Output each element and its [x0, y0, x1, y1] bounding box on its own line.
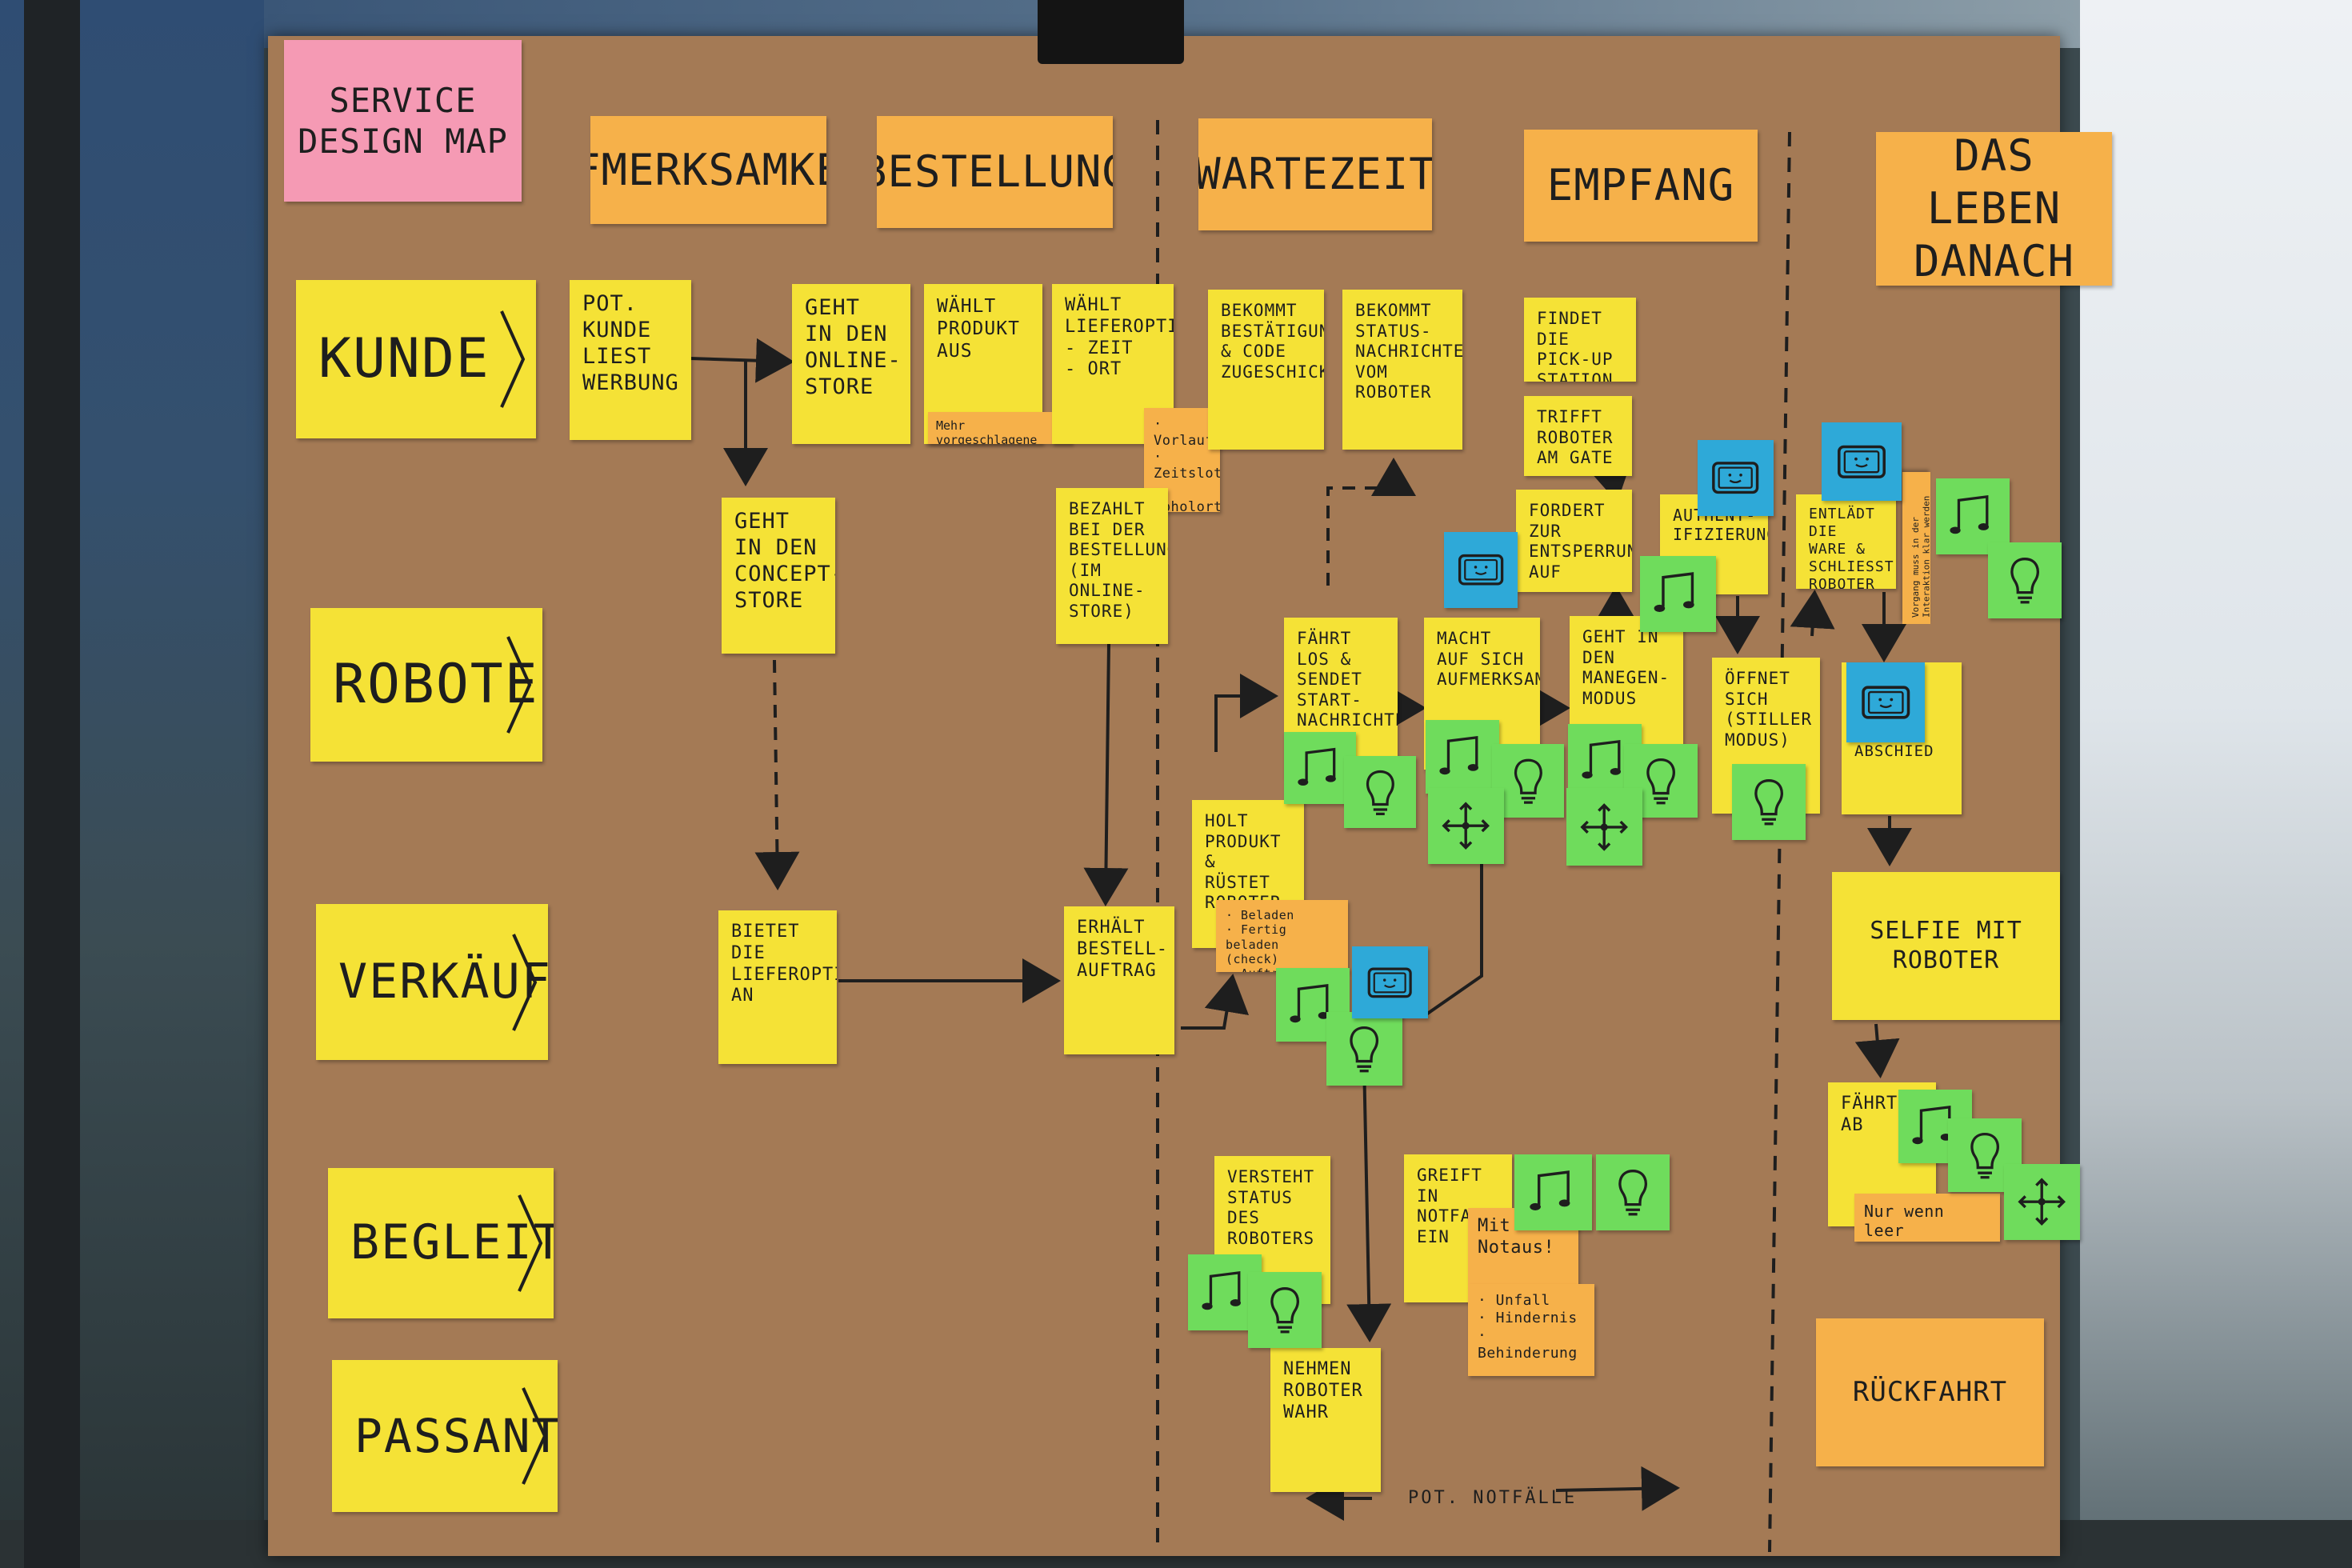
- lightbulb-sticky: [1326, 1012, 1402, 1086]
- tablet-face-sticky: [1822, 422, 1902, 501]
- card-kunde-status: Bekommt Status-nachrichten vom Roboter: [1342, 290, 1462, 450]
- card-selfie: Selfie mit Roboter: [1832, 872, 2060, 1020]
- notfaelle-label: pot. Notfälle: [1408, 1488, 1578, 1508]
- card-rueckfahrt: Rückfahrt: [1816, 1318, 2044, 1466]
- music-icon: [1439, 735, 1478, 775]
- movement-sticky: [1428, 788, 1504, 864]
- lightbulb-sticky: [1596, 1154, 1670, 1230]
- music-icon: [1950, 495, 1989, 534]
- lightbulb-icon: [1270, 1287, 1299, 1334]
- music-note-sticky: [1514, 1154, 1592, 1230]
- lightbulb-icon: [1970, 1132, 1999, 1179]
- lightbulb-sticky: [1732, 764, 1806, 840]
- tablet-face-icon: [1712, 462, 1759, 494]
- card-roboter-entsperrung: Fordert zur Entsperrung auf: [1516, 490, 1632, 592]
- card-passanten-nehmen: Nehmen Roboter wahr: [1270, 1348, 1381, 1492]
- chevron-right-icon: [518, 1194, 543, 1292]
- lightbulb-icon: [1350, 1026, 1379, 1073]
- tablet-face-sticky: [1444, 532, 1518, 608]
- tag-produkte: Mehr vorgeschlagene Produkte: [928, 412, 1072, 444]
- tablet-face-icon: [1367, 967, 1413, 998]
- lane-label: Roboter: [333, 652, 542, 716]
- lane-passanten: Passanten: [332, 1360, 558, 1512]
- chevron-right-icon: [522, 1387, 547, 1485]
- music-note-sticky: [1640, 556, 1716, 632]
- card-roboter-entlaedt: Entlädt die Ware & schließt Roboter: [1796, 494, 1896, 589]
- lightbulb-icon: [1618, 1170, 1647, 1216]
- chevron-right-icon: [512, 933, 538, 1031]
- tablet-face-icon: [1862, 686, 1910, 719]
- lightbulb-sticky: [1988, 542, 2062, 618]
- lightbulb-icon: [1646, 758, 1675, 805]
- lane-begleiter: Begleiter: [328, 1168, 554, 1318]
- card-kunde-werbung: Pot. Kunde liest Werbung: [570, 280, 691, 440]
- phase-header: Aufmerksamkeit: [590, 116, 826, 224]
- movement-arrows-icon: [2018, 1178, 2066, 1226]
- chevron-right-icon: [500, 310, 526, 408]
- movement-sticky: [1566, 788, 1642, 866]
- card-verkaeufer-bietet: Bietet die Lieferoption an: [718, 910, 837, 1064]
- lightbulb-sticky: [1248, 1272, 1322, 1348]
- phase-header: Das Leben Danach: [1876, 132, 2112, 286]
- phase-header: Empfang: [1524, 130, 1758, 242]
- music-icon: [1290, 983, 1329, 1023]
- card-verkaeufer-auftrag: Erhält Bestell-auftrag: [1064, 906, 1174, 1054]
- lane-label: Kunde: [318, 326, 490, 390]
- lightbulb-icon: [1366, 770, 1394, 815]
- chevron-right-icon: [506, 636, 532, 734]
- movement-sticky: [2004, 1164, 2080, 1240]
- tablet-face-sticky: [1352, 946, 1428, 1018]
- tag-vorlauf: · Vorlauf · Zeitslot · Abholort · Kanal: [1144, 408, 1220, 512]
- window-right-background: [2080, 0, 2352, 1568]
- tablet-face-sticky: [1846, 662, 1925, 742]
- movement-arrows-icon: [1442, 802, 1490, 850]
- card-kunde-gate: Trifft Roboter am Gate: [1524, 396, 1632, 476]
- board-clip: [1038, 0, 1184, 64]
- lightbulb-sticky: [1344, 756, 1416, 828]
- music-icon: [1297, 747, 1336, 786]
- phase-header: Bestellung: [877, 116, 1113, 228]
- lightbulb-sticky: [1492, 744, 1564, 818]
- tag-vertical: Vorgang muss in der Interaktion klar wer…: [1902, 472, 1930, 624]
- card-kunde-bezahlt: Bezahlt bei der Bestellung (im Online-St…: [1056, 488, 1168, 644]
- tablet-face-icon: [1458, 554, 1504, 586]
- tag-unfall: · Unfall · Hindernis · Behinderung: [1468, 1284, 1594, 1376]
- window-frame: [24, 0, 80, 1568]
- tablet-face-sticky: [1698, 440, 1774, 516]
- lightbulb-icon: [1514, 758, 1542, 804]
- lightbulb-sticky: [1948, 1118, 2022, 1192]
- lane-roboter: Roboter: [310, 608, 542, 762]
- board-title-note: Service Design Map: [284, 40, 522, 202]
- lane-verkaeufer: Verkäufer: [316, 904, 548, 1060]
- phase-header: Wartezeit: [1198, 118, 1432, 230]
- music-note-sticky: [1936, 478, 2010, 554]
- tag-beladen: · Beladen · Fertig beladen (check) · Auf…: [1216, 900, 1348, 972]
- music-icon: [1202, 1271, 1241, 1310]
- lightbulb-icon: [2010, 558, 2039, 604]
- music-icon: [1582, 739, 1621, 779]
- lightbulb-icon: [1754, 779, 1783, 826]
- lane-kunde: Kunde: [296, 280, 536, 438]
- movement-arrows-icon: [1580, 802, 1629, 851]
- music-icon: [1654, 572, 1695, 613]
- lane-label: Verkäufer: [338, 953, 548, 1010]
- tag-leer: Nur wenn leer: [1854, 1194, 2000, 1242]
- card-kunde-bestaetigung: Bekommt Bestätigungs- & Code zugeschickt: [1208, 290, 1324, 450]
- lane-label: Begleiter: [350, 1214, 554, 1271]
- card-kunde-pickup: Findet die Pick-up Station: [1524, 298, 1636, 382]
- card-kunde-onlinestore: Geht in den Online-Store: [792, 284, 910, 444]
- music-icon: [1529, 1170, 1570, 1211]
- lane-label: Passanten: [354, 1408, 558, 1463]
- music-note-sticky: [1426, 720, 1499, 794]
- card-kunde-conceptstore: Geht in den Concept-Store: [722, 498, 835, 654]
- tablet-face-icon: [1838, 445, 1886, 478]
